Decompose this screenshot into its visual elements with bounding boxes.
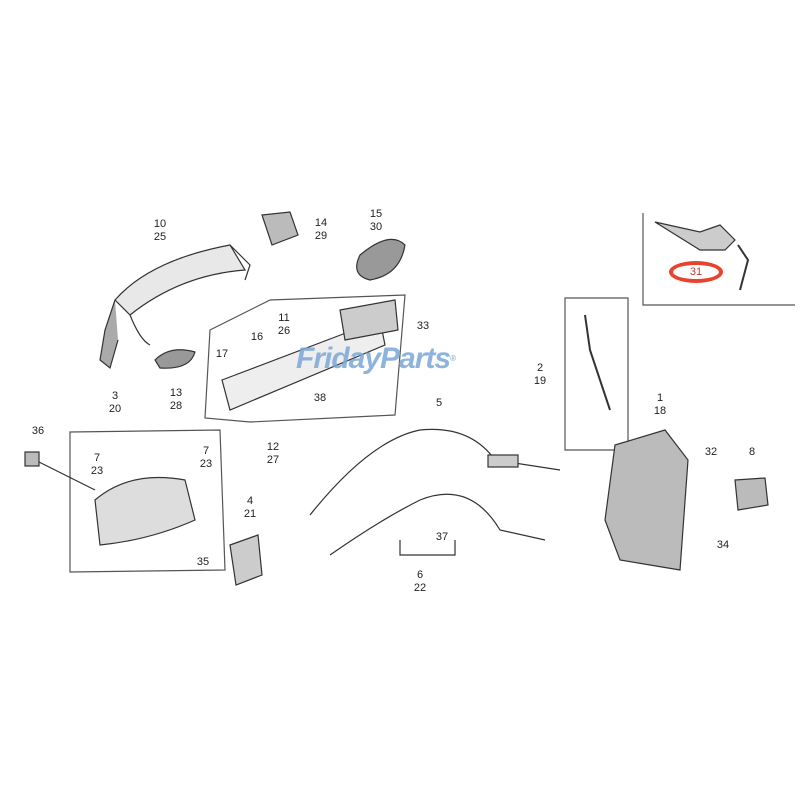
latch-drawing: [604, 429, 689, 571]
callout-clip-38: 38: [313, 392, 327, 404]
cover-4-drawing: [229, 534, 263, 586]
actuator-drawing: [339, 299, 399, 341]
rod-drawing: [584, 314, 611, 411]
handle-cap-drawing: [261, 211, 299, 246]
callout-clip-17: 17: [215, 348, 229, 360]
key-drawing: [737, 244, 750, 291]
callout-clip-37: 37: [435, 531, 449, 543]
registered-mark: ®: [450, 354, 456, 363]
callout-cap-36: 36: [31, 425, 45, 437]
watermark-logo: FridayParts®: [296, 342, 456, 376]
frame-drawing: [221, 319, 386, 411]
inner-handle-box: [69, 429, 226, 573]
cable-6-bracket: [399, 540, 456, 556]
callout-key-cylinder: 31: [689, 266, 703, 278]
cap-36-drawing: [24, 451, 40, 467]
outer-handle-drawing: [99, 244, 251, 370]
gasket-13-drawing: [154, 349, 196, 369]
callout-screw-35: 35: [196, 556, 210, 568]
striker-drawing: [734, 477, 769, 511]
callout-screw-32: 32: [704, 446, 718, 458]
key-cylinder-drawing: [654, 221, 736, 251]
callout-bolt-33: 33: [416, 320, 430, 332]
callout-screw-34: 34: [716, 539, 730, 551]
cable-5-drawing: [309, 428, 561, 516]
highlight-ring: [669, 261, 723, 283]
leader-line: [38, 461, 96, 491]
cable-6-drawing: [329, 493, 546, 556]
callout-screw-16: 16: [250, 331, 264, 343]
cable-damper-drawing: [487, 454, 519, 468]
key-box: [642, 213, 795, 306]
callout-cable-5: 5: [435, 397, 443, 409]
inner-handle-drawing: [94, 476, 196, 546]
watermark-text: FridayParts: [296, 342, 451, 375]
rod-box: [564, 297, 629, 451]
gasket-15-drawing: [356, 238, 406, 281]
frame-box: [204, 294, 406, 423]
callout-striker: 8: [748, 446, 756, 458]
